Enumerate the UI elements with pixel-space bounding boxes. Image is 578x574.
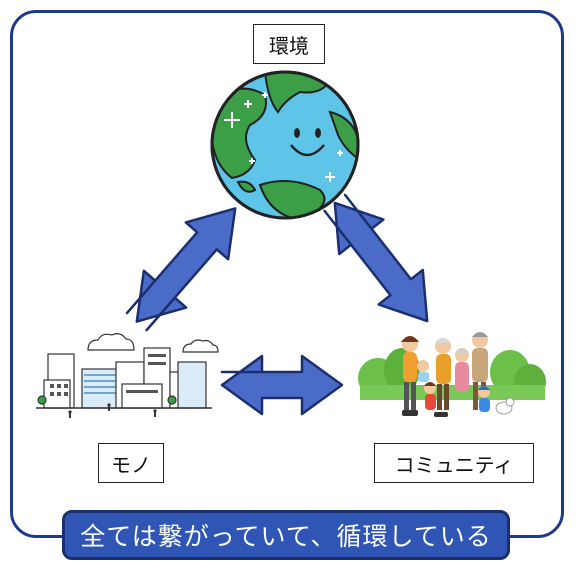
label-community: コミュニティ <box>374 443 534 483</box>
arrow-environment-community <box>323 193 429 323</box>
earth-smiling-icon <box>210 70 360 220</box>
arrow-things-community <box>220 354 344 416</box>
arrow-environment-things <box>125 207 237 332</box>
summary-banner: 全ては繋がっていて、循環している <box>62 510 510 560</box>
label-environment: 環境 <box>253 24 325 64</box>
city-buildings-icon <box>36 333 219 418</box>
family-group-icon <box>358 332 546 417</box>
label-things: モノ <box>98 443 164 483</box>
